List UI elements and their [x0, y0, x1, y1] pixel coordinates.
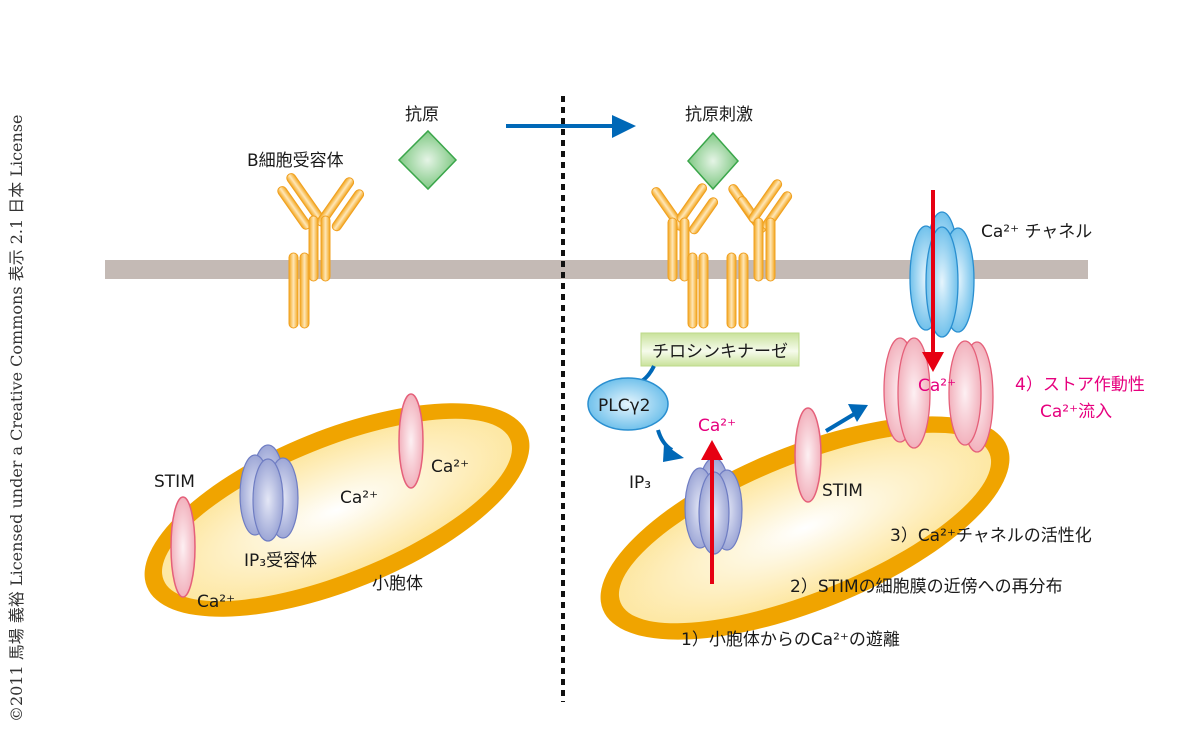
transition-arrow: [506, 115, 636, 138]
plc-gamma2-label: PLCγ2: [598, 396, 650, 416]
copyright-credit: ©2011 馬場 義裕 Licensed under a Creative Co…: [7, 115, 26, 723]
ip3-receptor-left: [239, 444, 299, 542]
stim-redistribution-arrowhead: [848, 404, 868, 422]
ca-entry-label: Ca²⁺: [918, 376, 956, 396]
ip3-receptor-label: IP₃受容体: [244, 551, 317, 571]
ca-release-label: Ca²⁺: [698, 416, 736, 436]
ca-channel-label: Ca²⁺ チャネル: [981, 222, 1092, 242]
ca-release-arrowhead: [701, 440, 723, 460]
antigen-diamond-bound: [686, 131, 740, 191]
ip3-label: IP₃: [629, 473, 651, 493]
ca-label-left-3: Ca²⁺: [197, 592, 235, 612]
stim-label-right: STIM: [822, 481, 863, 501]
tyrosine-kinase-box: [640, 332, 800, 367]
cell-membrane: [105, 260, 1088, 279]
ca-label-left-1: Ca²⁺: [431, 457, 469, 477]
step-1-label: 1）小胞体からのCa²⁺の遊離: [681, 630, 900, 650]
stim-protein-right: [794, 407, 822, 503]
antigen-label: 抗原: [405, 105, 439, 125]
stim-protein-left: [170, 496, 196, 598]
tyrosine-kinase-label: チロシンキナーゼ: [652, 342, 788, 362]
antigen-stimulation-label: 抗原刺激: [685, 105, 753, 125]
stim-cluster-right: [948, 340, 994, 453]
b-cell-receptor: [277, 173, 365, 329]
stim-cluster-left: [883, 337, 931, 449]
bcr-label: B細胞受容体: [247, 151, 344, 171]
stim-protein-left-2: [398, 393, 424, 489]
stim-label-left: STIM: [154, 472, 195, 492]
step-3-label: 3）Ca²⁺チャネルの活性化: [890, 526, 1092, 546]
stim-redistribution-arrow: [824, 411, 858, 433]
ca-channel: [909, 211, 975, 338]
endoplasmic-reticulum-left: [144, 403, 530, 617]
ca-label-left-2: Ca²⁺: [340, 488, 378, 508]
plc-to-ip3-arrowhead: [663, 444, 684, 462]
soce-label-line1: 4）ストア作動性: [1015, 375, 1145, 395]
soce-label-line2: Ca²⁺流入: [1040, 402, 1112, 422]
step-2-label: 2）STIMの細胞膜の近傍への再分布: [790, 577, 1063, 597]
plc-gamma2-node: [587, 377, 669, 431]
ca-entry-arrowhead: [922, 352, 944, 372]
er-label-left: 小胞体: [372, 574, 423, 594]
crosslinked-b-cell-receptors: [651, 179, 793, 329]
antigen-diamond: [397, 129, 458, 191]
